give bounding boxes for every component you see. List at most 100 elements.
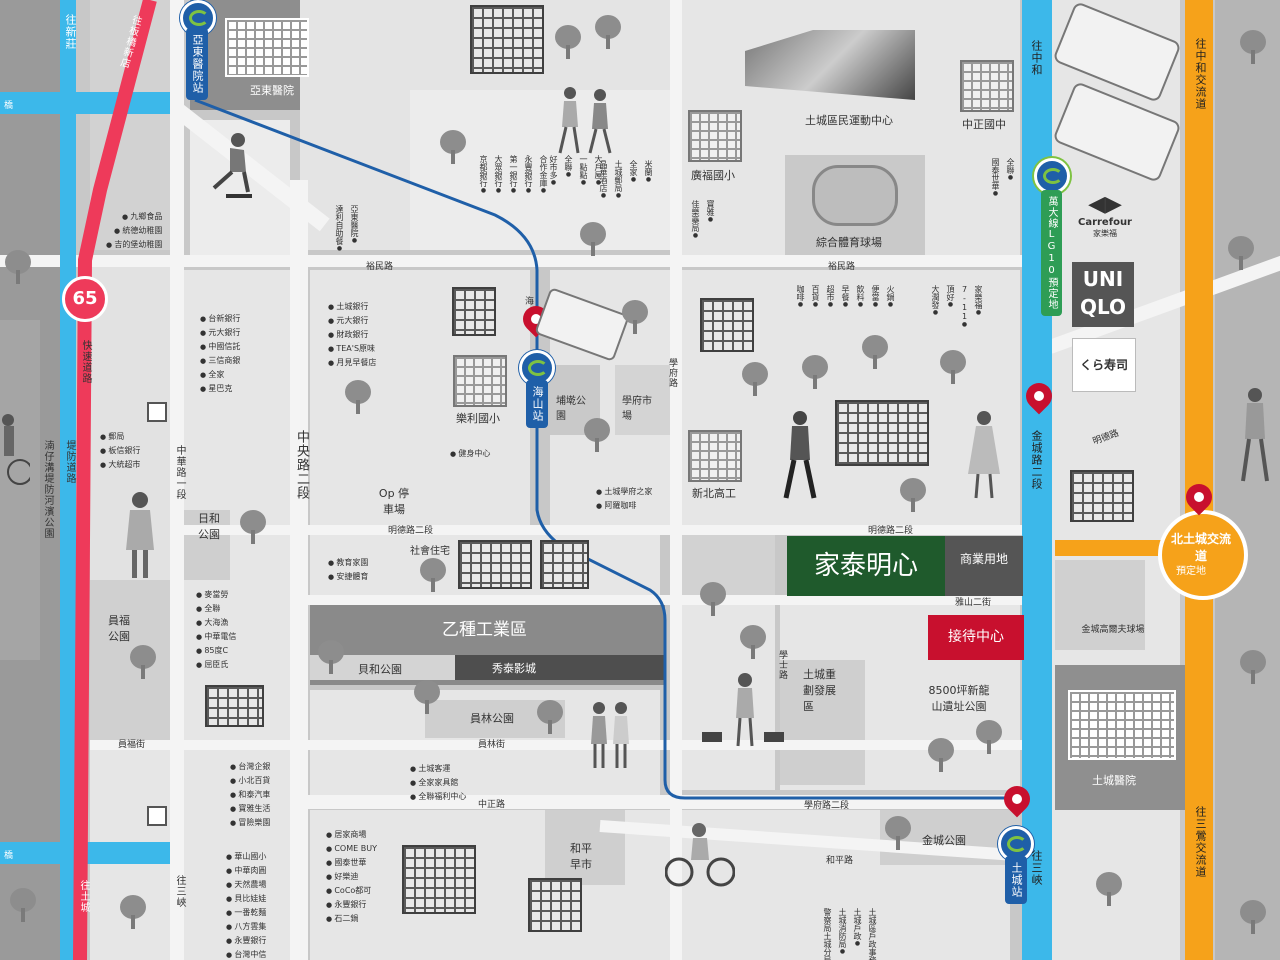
station-haishan[interactable]: 海山站 (526, 380, 548, 428)
building-icon (452, 287, 496, 336)
building-icon (470, 5, 544, 74)
list-col-k-top: 國泰世華全聯 (990, 158, 1016, 197)
tree-icon (976, 720, 1002, 754)
river-park-area (0, 320, 40, 660)
mrt-station-icon[interactable] (1034, 158, 1070, 194)
label-to-xinzhuang: 往新莊 (64, 14, 77, 50)
woman-right-icon (1235, 385, 1275, 485)
tree-icon (885, 816, 911, 850)
yadong-hospital-label: 亞東醫院 (250, 84, 294, 97)
tree-icon (940, 350, 966, 384)
label-bridge-top: 橋 (4, 101, 14, 111)
building-icon (835, 400, 929, 466)
street-yuanlin: 員林街 (478, 740, 506, 750)
cinema-block (455, 655, 665, 680)
list-col-j: 達利自助餐亞東醫院 (334, 205, 360, 252)
building-icon (458, 540, 532, 589)
skateboarder-icon (200, 130, 260, 200)
list-col-s: 土城客運全家家具館全聯福利中心 (410, 762, 466, 804)
tree-icon (740, 625, 766, 659)
tucheng-hospital-label: 土城醫院 (1092, 774, 1136, 787)
tree-icon (318, 640, 344, 674)
tree-icon (1240, 30, 1266, 64)
hospital-icon (225, 18, 309, 77)
cinema-label: 秀泰影城 (492, 662, 536, 675)
road-zhongyang (290, 180, 308, 960)
list-col-c: 晶華酒店土城郵局全家米蘭 (598, 160, 654, 199)
street-yongfeng: 雅山二街 (955, 598, 992, 608)
carrefour-logo: ◀▶ Carrefour 家樂福 (1077, 192, 1132, 238)
guangfu-school-label: 廣福國小 (691, 169, 735, 182)
street-xuefu2: 學府路二段 (804, 801, 850, 811)
list-col-m: 居家商場COME BUY國泰世華好樂迪CoCo都可永豐銀行石二鍋 (326, 828, 377, 926)
jincheng-park-label: 金城公園 (922, 834, 966, 847)
tree-icon (1240, 900, 1266, 934)
building-icon (402, 845, 476, 914)
op-parking-label: Op 停車場 (378, 487, 410, 516)
block-left-top (90, 0, 170, 250)
street-mingde: 明德路二段 (388, 526, 434, 536)
interchange-circle[interactable] (1158, 510, 1248, 600)
couple-icon (550, 85, 620, 155)
street-zhongyang: 中央路二段 (294, 430, 309, 500)
list-col-a: 京都銀行大眾銀行第一銀行永豐銀行合作金庫 (478, 155, 549, 194)
bicycle-icon (664, 820, 736, 890)
market-block (615, 365, 670, 435)
tree-icon (622, 300, 648, 334)
beitucheng-label: 北土城交流道 (1170, 532, 1231, 563)
hospital-icon (1068, 690, 1176, 760)
market-label: 學府市場 (622, 396, 652, 422)
heping-market-label: 和平早市 (570, 842, 592, 871)
list-col-g: 教育家園安捷體育 (328, 556, 368, 584)
school-icon (688, 430, 742, 482)
list-col-d: 土城銀行元大銀行財政銀行TEA'S原味月見早餐店 (328, 300, 376, 370)
tree-icon (345, 380, 371, 414)
reception-center[interactable]: 接待中心 (928, 615, 1024, 660)
tree-icon (130, 645, 156, 679)
street-zhonghua: 中華路一段 (174, 445, 185, 500)
station-yadong[interactable]: 亞東醫院站 (186, 28, 208, 100)
list-item: 九鄉食品 (106, 210, 162, 224)
tree-icon (440, 130, 466, 164)
tree-icon (595, 15, 621, 49)
tree-icon (700, 582, 726, 616)
list-left-mid: 郵局 板信銀行 大統超市 (100, 430, 140, 472)
list-col-r: 警察局土城分局土城消防局土城戶政土城區戶政事務所 (822, 908, 878, 960)
list-left-top: 九鄉食品 統德幼稚園 吉的堡幼稚園 (106, 210, 162, 252)
dog-walker-icon (700, 670, 790, 750)
walking-woman-icon (964, 410, 1004, 500)
industrial-zone-label: 乙種工業區 (442, 620, 527, 640)
label-jincheng: 金城路二段 (1030, 430, 1043, 490)
kura-sushi-logo: くら寿司 (1072, 338, 1136, 392)
dinggong-park-label: 8500坪新龍山遺址公園 (928, 684, 990, 713)
tucheng-zone-label: 土城重劃發展區 (803, 668, 836, 713)
street-mingde-r: 明德路二段 (868, 526, 914, 536)
tree-icon (5, 250, 31, 284)
label-to-zhonghe: 往中和 (1030, 40, 1043, 76)
label-expressway: 快速道路 (80, 340, 91, 384)
station-tucheng[interactable]: 土城站 (1005, 856, 1027, 904)
label-embankment: 堤防道路 (64, 440, 75, 484)
street-yuanfu: 員福街 (118, 740, 146, 750)
label-to-tucheng: 往土城 (78, 880, 89, 913)
list-left-2: 台新銀行元大銀行中國信託三信商銀全家星巴克 (200, 312, 240, 396)
building-icon (700, 298, 754, 352)
rihe-park-label: 日和公園 (198, 512, 220, 541)
tree-icon (240, 510, 266, 544)
road-yumin (0, 255, 1030, 267)
beihe-park-label: 貝和公園 (358, 663, 402, 676)
walking-man-icon (780, 410, 820, 500)
tree-icon (580, 222, 606, 256)
haishan-small-label: 海 (525, 297, 535, 307)
project-name[interactable]: 家泰明心 (787, 536, 945, 596)
station-wanda[interactable]: 萬大線LG10預定地 (1041, 190, 1062, 316)
blue-expressway (60, 0, 76, 960)
sports-center-label: 土城區民運動中心 (805, 114, 893, 127)
building-icon (528, 878, 582, 932)
list-col-k: 大潤發頂好7-11家樂福 (930, 285, 984, 328)
list-col-f: 土城學府之家阿羅咖啡 (596, 485, 652, 513)
yuanlin-park-label: 員林公園 (470, 712, 514, 725)
school-icon (453, 355, 507, 407)
